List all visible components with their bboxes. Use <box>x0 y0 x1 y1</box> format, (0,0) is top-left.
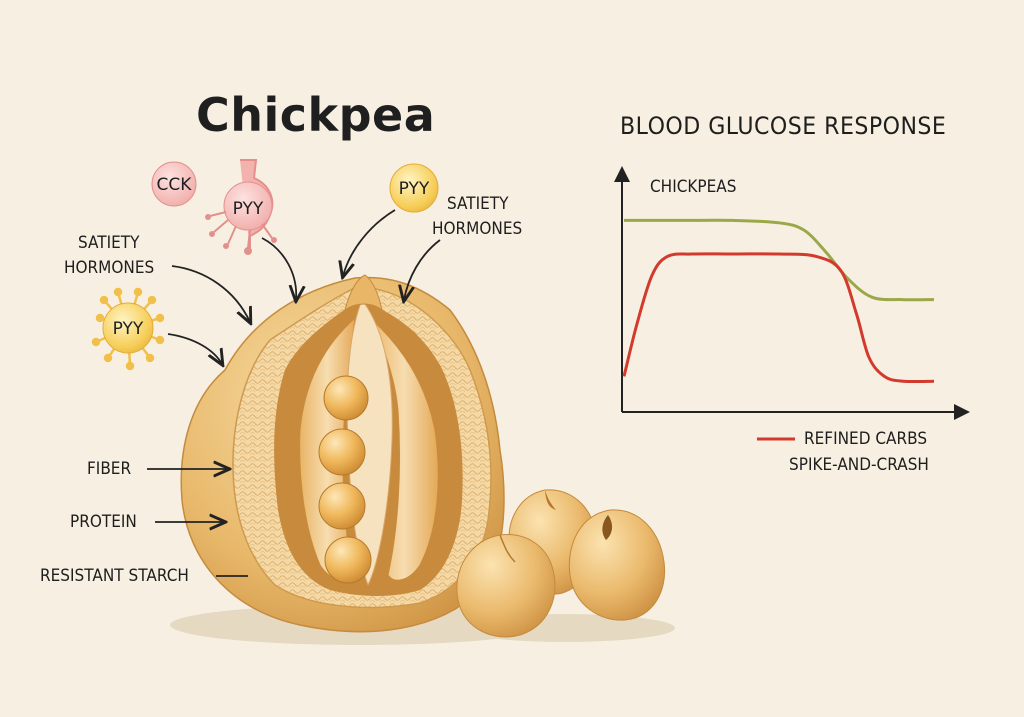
pyy-yellow-left-hormone: PYY <box>91 287 165 371</box>
chart-annotation-chickpeas: CHICKPEAS <box>650 177 737 197</box>
fiber-label: FIBER <box>87 459 132 479</box>
chickpea-tip <box>344 274 383 312</box>
legend-label-line1: REFINED CARBS <box>804 429 928 449</box>
pyy-top-label: PYY <box>399 179 430 199</box>
cck-hormone: CCK <box>151 161 197 207</box>
cck-label: CCK <box>157 175 193 195</box>
seed-fold-right <box>369 317 439 581</box>
chart-title: BLOOD GLUCOSE RESPONSE <box>620 112 947 140</box>
series-line-refined-carbs <box>622 252 935 384</box>
embryo-balls <box>318 375 372 584</box>
satiety-left-line1: SATIETY <box>78 233 140 253</box>
resistant-starch-label: RESISTANT STARCH <box>40 566 189 586</box>
satiety-right-line1: SATIETY <box>447 194 509 214</box>
series-line-chickpeas <box>624 218 935 302</box>
page-title: Chickpea <box>196 88 436 142</box>
pyy-yellow-top-hormone: PYY <box>389 163 439 213</box>
satiety-right-line2: HORMONES <box>432 219 523 239</box>
arrow-satiety-left <box>171 265 250 322</box>
arrows <box>147 209 441 522</box>
arrow-pyy-top <box>343 209 396 276</box>
legend-label-line2: SPIKE-AND-CRASH <box>789 455 929 475</box>
arrow-pyy-pink <box>261 237 296 300</box>
glucose-chart <box>614 166 970 441</box>
pyy-left-label: PYY <box>113 319 144 339</box>
protein-label: PROTEIN <box>70 512 137 532</box>
pyy-pink-label: PYY <box>233 199 264 219</box>
arrow-satiety-right <box>404 239 441 300</box>
small-chickpea-3 <box>568 509 666 621</box>
arrow-pyy-left <box>167 333 222 364</box>
pyy-pink-hormone: PYY <box>205 159 277 255</box>
small-chickpea-2 <box>456 534 556 638</box>
satiety-left-line2: HORMONES <box>64 258 155 278</box>
